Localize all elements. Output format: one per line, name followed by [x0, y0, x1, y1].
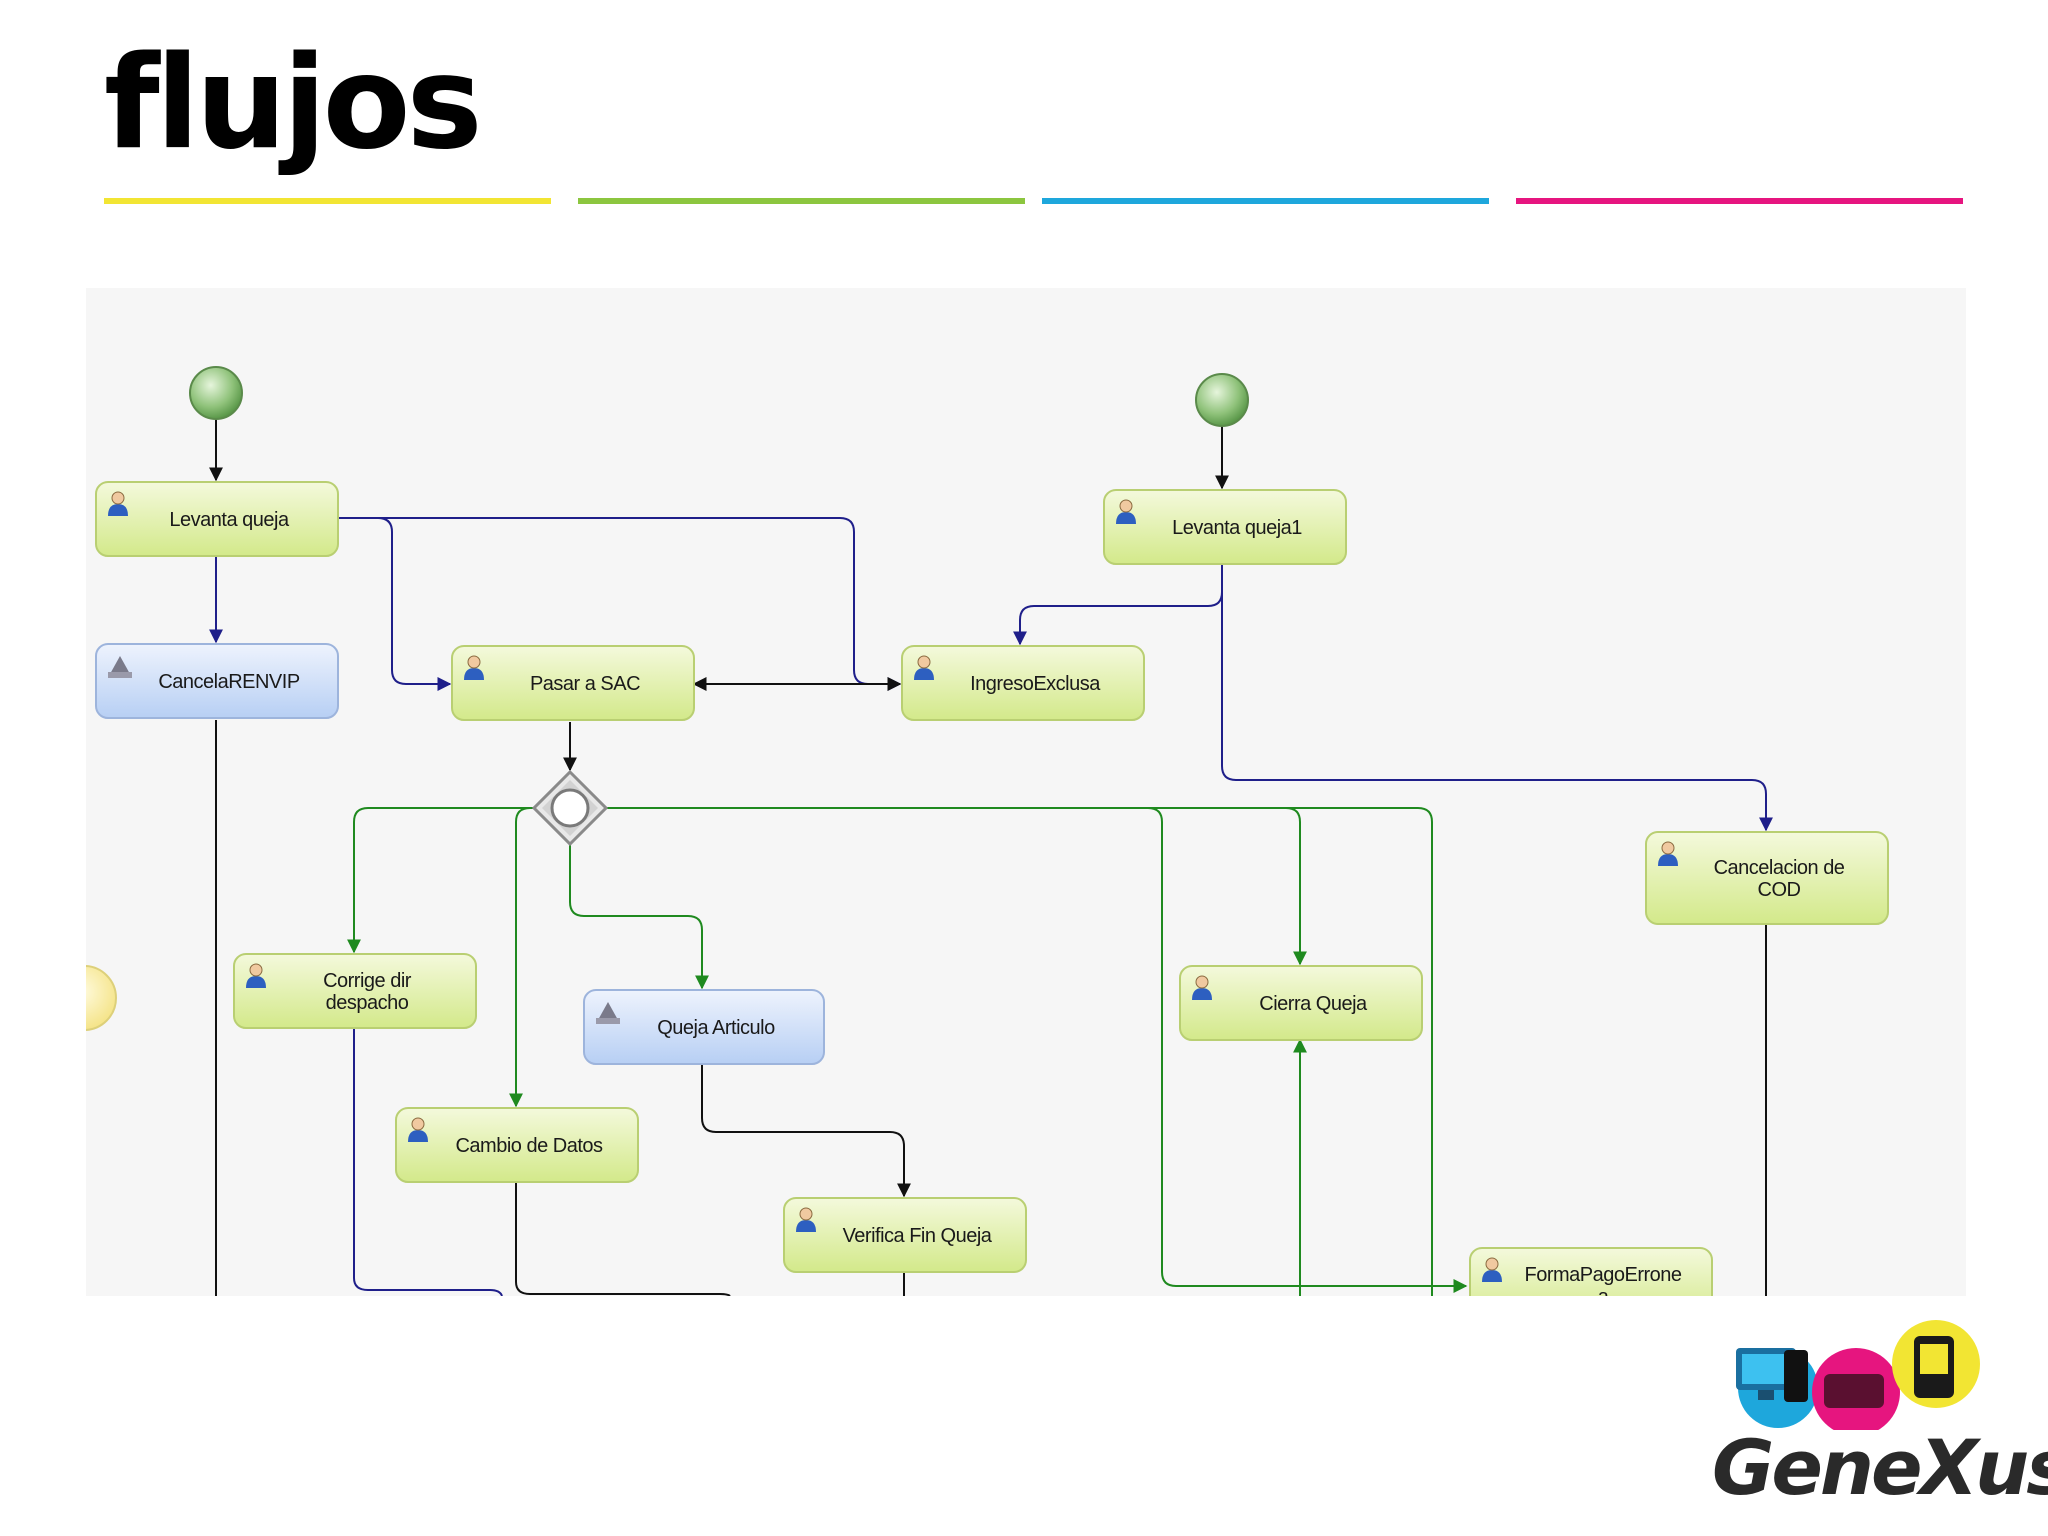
user-icon	[108, 491, 128, 516]
task-label: CancelaRENVIP	[158, 671, 300, 693]
edge-loop-forma	[1147, 807, 1468, 1293]
page-title: flujos	[104, 29, 483, 178]
edge-gateway-cierra	[604, 807, 1307, 966]
edge-cambio-down	[515, 1182, 731, 1297]
user-icon	[1192, 975, 1212, 1000]
task-label: Levanta queja	[169, 509, 290, 531]
divider-green	[578, 198, 1025, 204]
task-label: Cancelacion de	[1714, 857, 1845, 879]
gear-icon	[108, 656, 132, 678]
task-label: Cambio de Datos	[455, 1135, 603, 1157]
task-ingreso[interactable]: IngresoExclusa	[901, 645, 1145, 721]
edge-gateway-right	[1286, 807, 1433, 1296]
task-cancela[interactable]: CancelaRENVIP	[95, 643, 339, 719]
user-icon	[1482, 1257, 1502, 1282]
task-label: IngresoExclusa	[970, 673, 1101, 695]
task-label: FormaPagoErrone	[1524, 1264, 1681, 1286]
task-queja[interactable]: Queja Articulo	[583, 989, 825, 1065]
divider-yellow	[104, 198, 551, 204]
logo-wordmark: GeneXus	[1712, 1423, 2048, 1512]
task-forma[interactable]: FormaPagoErronea	[1469, 1247, 1713, 1323]
edge-levanta-pasar	[338, 517, 452, 691]
task-label: Queja Articulo	[657, 1017, 775, 1039]
edge-queja-verifica	[701, 1062, 911, 1198]
genexus-logo	[1700, 1320, 2000, 1500]
task-pasar[interactable]: Pasar a SAC	[451, 645, 695, 721]
gateway	[531, 769, 609, 847]
gear-icon	[596, 1002, 620, 1024]
task-verifica[interactable]: Verifica Fin Queja	[783, 1197, 1027, 1273]
task-label: COD	[1758, 879, 1801, 901]
divider-magenta	[1516, 198, 1963, 204]
edge-gateway-cambio	[509, 807, 536, 1108]
task-label: Verifica Fin Queja	[843, 1225, 993, 1247]
task-label: Corrige dir	[323, 970, 412, 992]
task-label: Cierra Queja	[1259, 993, 1368, 1015]
divider-blue	[1042, 198, 1489, 204]
task-cambio[interactable]: Cambio de Datos	[395, 1107, 639, 1183]
edge-corrige-down	[353, 1028, 503, 1297]
task-levanta[interactable]: Levanta queja	[95, 481, 339, 557]
task-label: a	[1598, 1286, 1610, 1296]
edge-levanta1-ingreso	[1013, 564, 1223, 646]
start-event-1	[189, 366, 243, 420]
partial-event	[51, 965, 117, 1031]
user-icon	[796, 1207, 816, 1232]
edge-gateway-queja	[569, 842, 709, 990]
edge-levanta1-cancelacion	[1221, 564, 1773, 832]
start-event-2	[1195, 373, 1249, 427]
task-label: Levanta queja1	[1172, 517, 1302, 539]
edge-gateway-corrige	[347, 807, 536, 954]
task-levanta1[interactable]: Levanta queja1	[1103, 489, 1347, 565]
task-label: despacho	[326, 992, 409, 1014]
task-cierra[interactable]: Cierra Queja	[1179, 965, 1423, 1041]
user-icon	[246, 963, 266, 988]
task-label: Pasar a SAC	[530, 673, 640, 695]
user-icon	[408, 1117, 428, 1142]
user-icon	[914, 655, 934, 680]
user-icon	[1116, 499, 1136, 524]
user-icon	[464, 655, 484, 680]
user-icon	[1658, 841, 1678, 866]
devices-icon	[1736, 1320, 1980, 1436]
